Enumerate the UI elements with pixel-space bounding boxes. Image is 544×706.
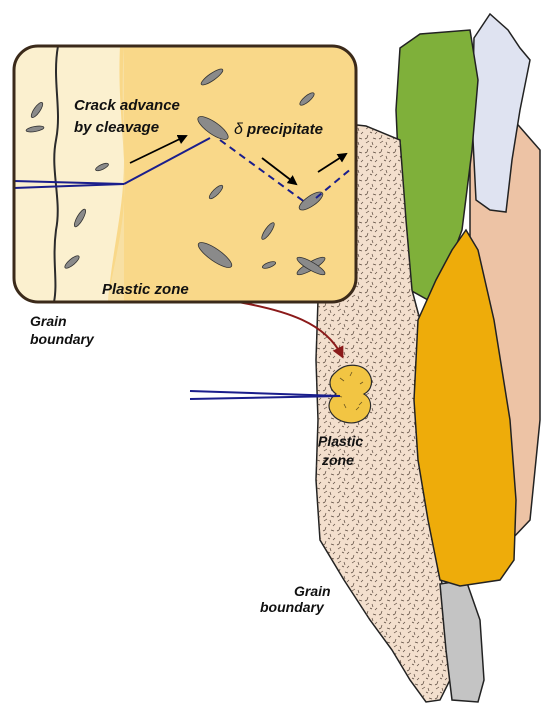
label-crack-advance-line2: by cleavage	[74, 119, 159, 136]
precipitate-text: precipitate	[243, 121, 323, 138]
label-grain-boundary-left-line1: Grain	[30, 313, 67, 329]
label-plastic-zone-inset: Plastic zone	[102, 281, 189, 298]
label-precipitate: δ precipitate	[234, 121, 323, 138]
inset-panel	[14, 46, 356, 302]
label-crack-advance-line1: Crack advance	[74, 97, 180, 114]
label-grain-boundary-bottom-line1: Grain	[294, 583, 331, 599]
plastic-zone-blob	[329, 365, 371, 423]
label-grain-boundary-left-line2: boundary	[30, 331, 95, 347]
label-plastic-zone-main-line1: Plastic	[318, 433, 363, 449]
label-grain-boundary-bottom-line2: boundary	[260, 599, 325, 615]
label-plastic-zone-main-line2: zone	[321, 452, 354, 468]
